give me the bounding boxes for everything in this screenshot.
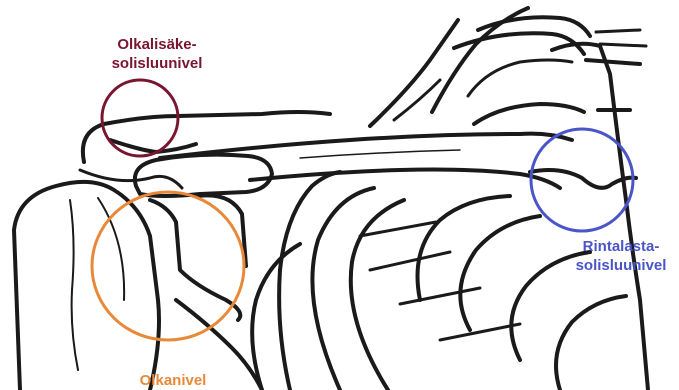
sternum [552, 44, 648, 390]
humerus-head-curve [98, 198, 124, 300]
back-rib [252, 244, 300, 390]
glenohumeral-label: Olkanivel [118, 371, 228, 390]
top-bone-2 [596, 30, 646, 46]
sternoclavicular-label: Rintalasta- solisluunivel [563, 237, 679, 275]
clavicle-shading [300, 150, 460, 158]
rib-1 [454, 33, 584, 54]
rib-2 [474, 104, 584, 124]
acromion-lower [110, 140, 196, 152]
sternoclavicular-label-line1: Rintalasta- [563, 237, 679, 256]
neck-line-3 [394, 80, 440, 120]
scapula-spine [80, 170, 182, 188]
sternoclavicular-label-line2: solisluunivel [563, 256, 679, 275]
acromioclavicular-label-line2: solisluunivel [92, 54, 222, 73]
glenohumeral-joint-circle [92, 192, 244, 340]
rib-arc-1 [312, 188, 374, 390]
acromioclavicular-label: Olkalisäke- solisluunivel [92, 35, 222, 73]
rib-1-inner [468, 60, 572, 96]
clavicle-lower [250, 170, 560, 189]
rib-connector [360, 222, 520, 340]
rib-arc-6 [556, 296, 626, 390]
rib-arc-3 [418, 196, 511, 300]
glenohumeral-label-text: Olkanivel [118, 371, 228, 390]
rib-arc-4 [460, 216, 540, 330]
neck-line-1 [370, 20, 458, 126]
scapula-neck [198, 195, 246, 266]
acromioclavicular-label-line1: Olkalisäke- [92, 35, 222, 54]
humerus-outline [14, 182, 159, 390]
humerus-inner-line [70, 200, 78, 370]
spine-line [279, 172, 340, 390]
neck-line-2 [432, 8, 528, 112]
